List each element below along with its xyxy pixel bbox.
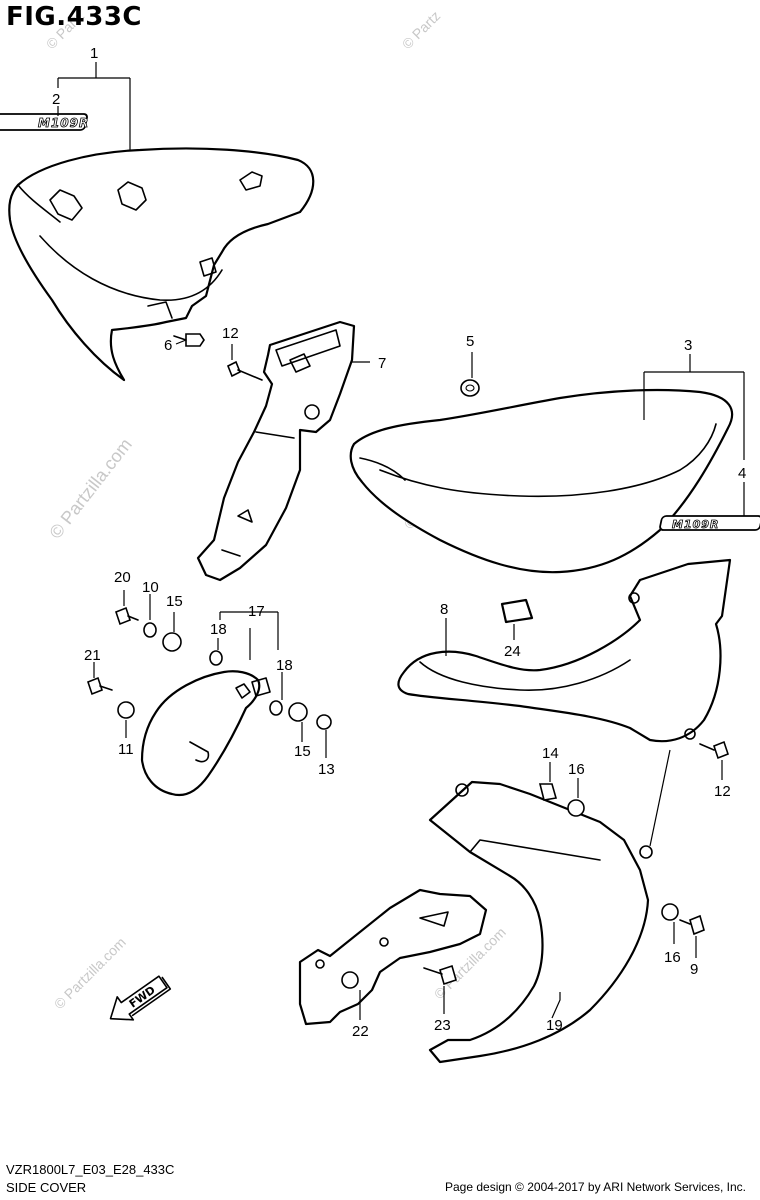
page-credit: Page design © 2004-2017 by ARI Network S… [444,1180,746,1194]
emblem-text: M109R [38,116,89,130]
callout-label: 15 [294,743,311,760]
callout-label: 1 [90,45,98,62]
left-frame-cover [349,388,734,574]
lower-bracket-plate [298,888,488,1026]
callout-label: 24 [504,643,521,660]
callout-label: 17 [248,603,265,620]
cushion [500,598,534,624]
callout-label: 18 [210,621,227,638]
watermark-text: © Partzilla.com [45,435,135,543]
emblem-left: M109R [659,515,760,531]
callout-label: 21 [84,647,101,664]
callout-label: 13 [318,761,335,778]
callout-label: 4 [738,465,746,482]
callout-label: 23 [434,1017,451,1034]
watermark-text: © Partz [399,8,443,52]
section-name: SIDE COVER [6,1180,87,1195]
callout-label: 11 [118,741,134,758]
callout-label: 15 [166,593,183,610]
callout-label: 9 [690,961,698,978]
forward-direction-arrow: FWD [109,975,172,1021]
callout-label: 12 [714,783,731,800]
figure-title: FIG.433C [6,2,143,32]
callout-label: 14 [542,745,559,762]
callout-label: 12 [222,325,239,342]
small-side-cover [140,670,261,797]
callout-label: 7 [378,355,386,372]
callout-labels: 1 2 6 12 7 5 3 4 20 10 15 17 18 8 24 21 … [52,45,746,1040]
callout-label: 2 [52,91,60,108]
frame-cover-bracket [196,320,356,582]
callout-label: 16 [664,949,681,966]
callout-label: 6 [164,337,172,354]
callout-label: 8 [440,601,448,618]
model-code: VZR1800L7_E03_E28_433C [6,1162,175,1177]
right-frame-cover [8,147,315,382]
emblem-text: M109R [672,518,719,531]
callout-label: 5 [466,333,474,350]
left-cover-bracket [397,558,732,743]
callout-label: 22 [352,1023,369,1040]
callout-label: 20 [114,569,131,586]
callout-label: 16 [568,761,585,778]
callout-label: 19 [546,1017,563,1034]
callout-label: 3 [684,337,692,354]
hardware [87,333,729,986]
callout-label: 18 [276,657,293,674]
lower-side-cover [428,780,653,1064]
callout-label: 10 [142,579,159,596]
leader-lines [57,62,745,1020]
emblem-right: M109R [0,113,89,131]
